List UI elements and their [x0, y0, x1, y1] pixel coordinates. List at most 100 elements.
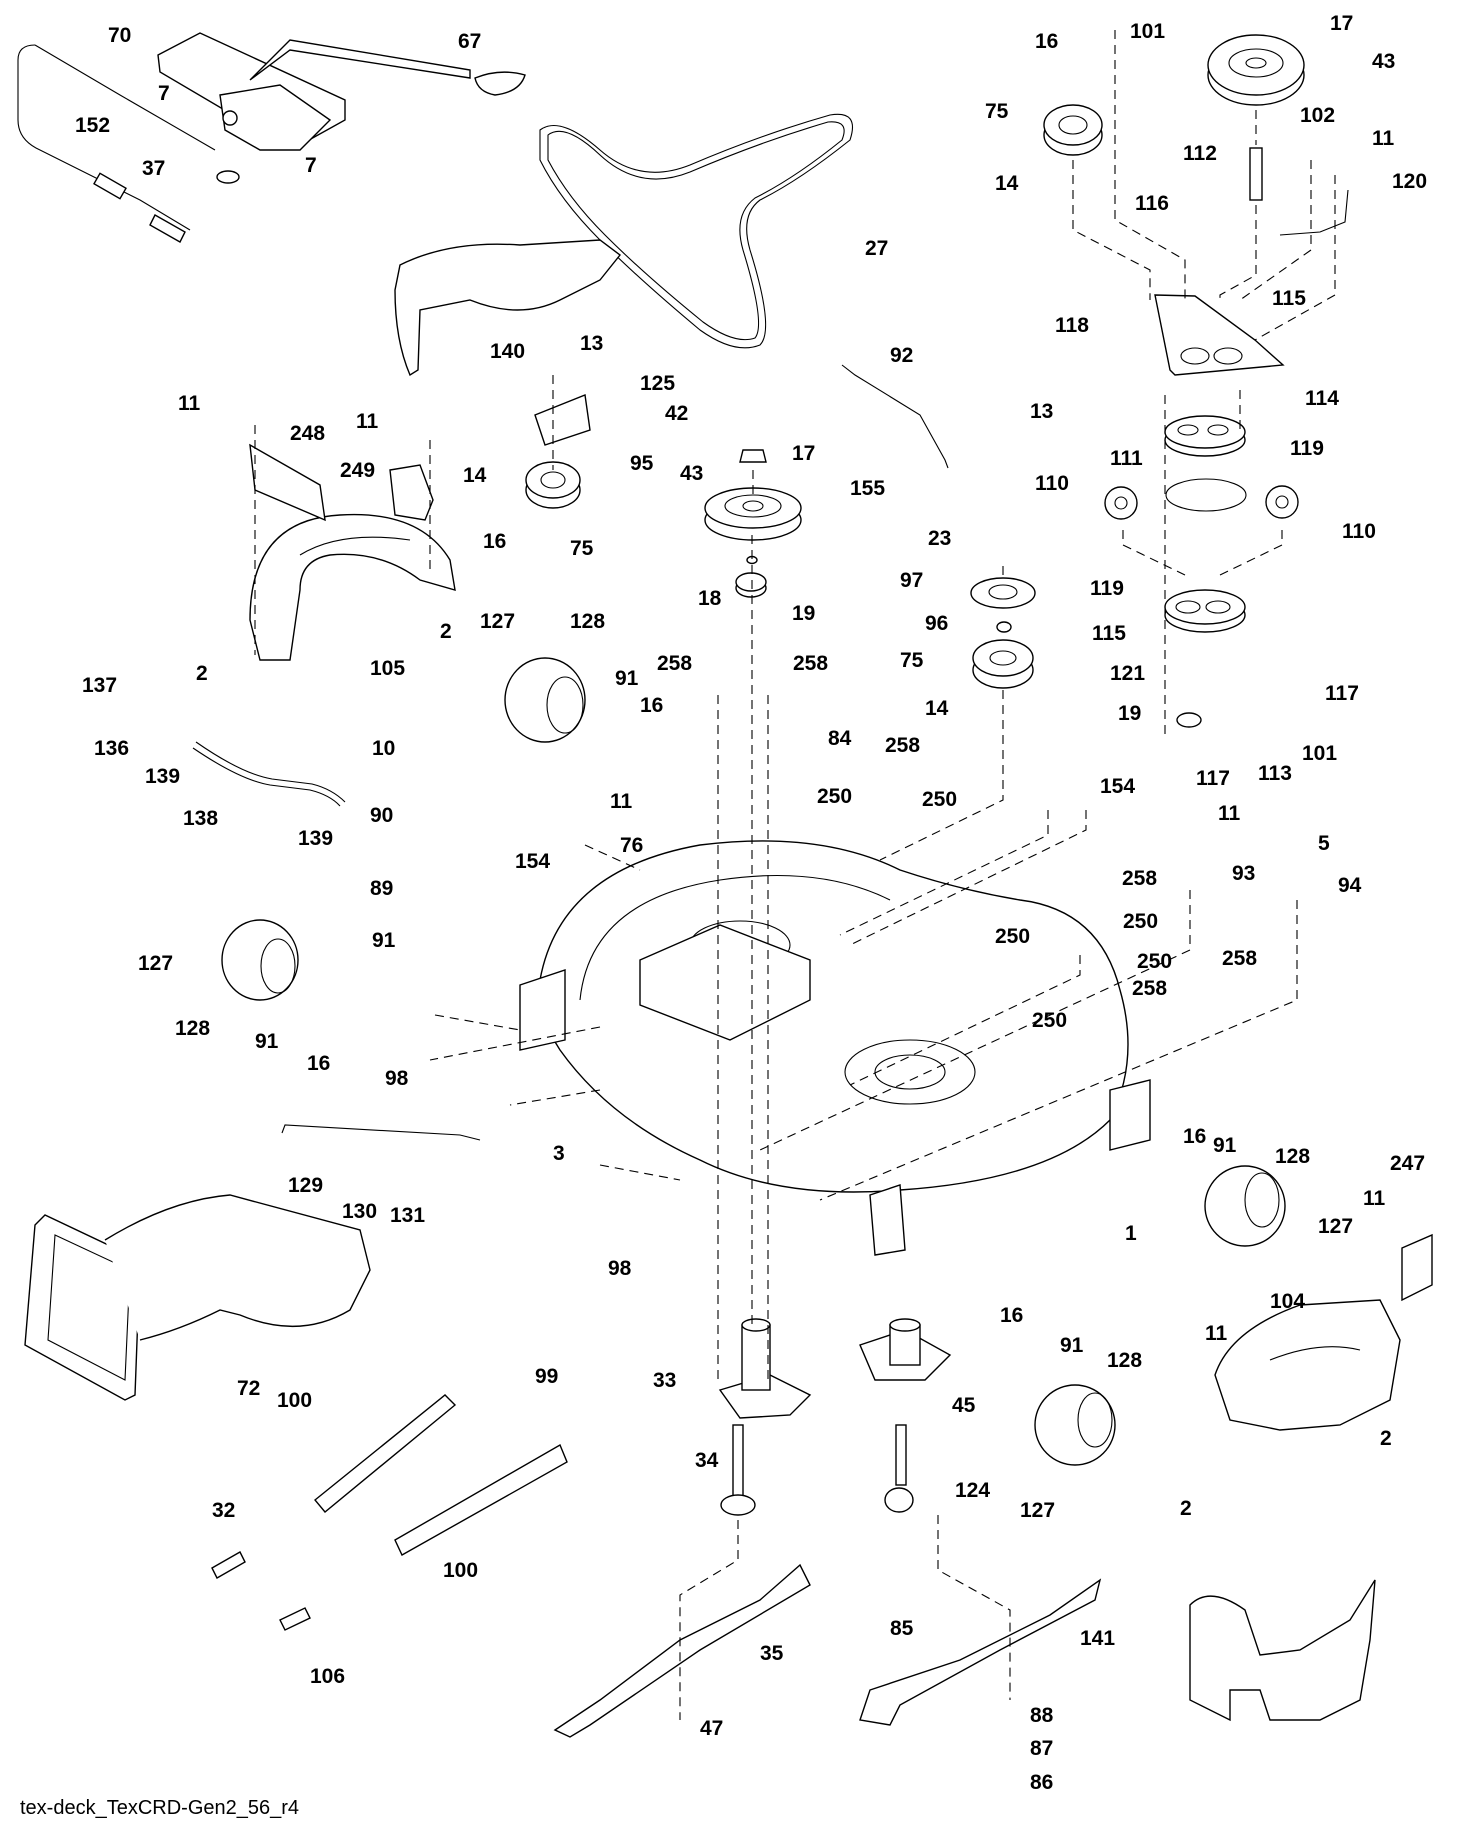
- callout-85: 85: [890, 1617, 914, 1640]
- callout-87: 87: [1030, 1737, 1053, 1760]
- callout-13: 13: [580, 332, 603, 355]
- drive-pulley-43-center: [704, 487, 802, 541]
- gauge-wheel-128-right-upper: [1204, 1165, 1286, 1247]
- callout-67: 67: [458, 30, 481, 53]
- bearing-19-right: [1176, 712, 1202, 728]
- callout-129: 129: [288, 1174, 323, 1197]
- deck-hanger-arm-upper: [314, 1394, 457, 1513]
- callout-139: 139: [145, 765, 180, 788]
- callout-97: 97: [900, 569, 923, 592]
- callout-116: 116: [1135, 192, 1169, 215]
- callout-91: 91: [255, 1030, 279, 1053]
- callout-2: 2: [1180, 1497, 1192, 1520]
- gearbox-plate-118: [1154, 294, 1285, 376]
- callout-5: 5: [1318, 832, 1330, 855]
- callout-127: 127: [1318, 1215, 1353, 1238]
- callout-111: 111: [1110, 447, 1143, 470]
- callout-118: 118: [1055, 314, 1089, 337]
- callout-3: 3: [553, 1142, 565, 1165]
- callout-16: 16: [307, 1052, 330, 1075]
- idler-pulley-75a: [525, 461, 581, 509]
- callout-17: 17: [792, 442, 815, 465]
- callout-124: 124: [955, 1479, 990, 1502]
- gauge-wheel-128-right-lower: [1034, 1384, 1116, 1466]
- callout-117: 117: [1325, 682, 1359, 705]
- callout-72: 72: [237, 1377, 260, 1400]
- callout-14: 14: [925, 697, 949, 720]
- blade-35: [553, 1563, 811, 1738]
- callout-140: 140: [490, 340, 525, 363]
- callout-91: 91: [372, 929, 396, 952]
- spindle-housing-45: [859, 1318, 952, 1381]
- callout-250: 250: [1137, 950, 1172, 973]
- rod-92: [841, 364, 949, 469]
- callout-138: 138: [183, 807, 218, 830]
- callout-128: 128: [1275, 1145, 1310, 1168]
- belt-guard: [394, 239, 621, 377]
- callout-43: 43: [680, 462, 703, 485]
- callout-128: 128: [175, 1017, 210, 1040]
- assembly-lines: [254, 30, 1336, 1720]
- idler-bracket-125: [534, 394, 591, 446]
- callout-115: 115: [1272, 287, 1306, 310]
- callout-125: 125: [640, 372, 675, 395]
- callout-42: 42: [665, 402, 688, 425]
- callout-14: 14: [463, 464, 487, 487]
- callout-119: 119: [1290, 437, 1324, 460]
- bearing-19-center: [735, 572, 767, 598]
- callout-106: 106: [310, 1665, 345, 1688]
- callout-154: 154: [1100, 775, 1135, 798]
- callout-16: 16: [640, 694, 663, 717]
- callout-43: 43: [1372, 50, 1395, 73]
- callout-19: 19: [792, 602, 815, 625]
- callout-2: 2: [196, 662, 208, 685]
- gasket-111: [1165, 478, 1247, 512]
- spindle-shaft-124: [884, 1424, 914, 1513]
- callout-19: 19: [1118, 702, 1141, 725]
- gear-119-top: [1164, 415, 1246, 457]
- callout-86: 86: [1030, 1771, 1053, 1794]
- callout-110: 110: [1342, 520, 1376, 543]
- callout-10: 10: [372, 737, 395, 760]
- lift-bracket-assembly: [157, 32, 471, 151]
- callout-91: 91: [1060, 1334, 1084, 1357]
- callout-16: 16: [483, 530, 506, 553]
- callout-249: 249: [340, 459, 375, 482]
- callout-18: 18: [698, 587, 722, 610]
- callout-258: 258: [657, 652, 692, 675]
- callout-94: 94: [1338, 874, 1362, 897]
- callout-104: 104: [1270, 1290, 1305, 1313]
- callout-27: 27: [865, 237, 888, 260]
- callout-11: 11: [1205, 1322, 1228, 1345]
- callout-258: 258: [1222, 947, 1257, 970]
- callout-100: 100: [277, 1389, 312, 1412]
- callout-258: 258: [885, 734, 920, 757]
- nut-17-center: [739, 449, 767, 463]
- callout-11: 11: [1363, 1187, 1386, 1210]
- callout-2: 2: [1380, 1427, 1392, 1450]
- callout-117: 117: [1196, 767, 1230, 790]
- callout-88: 88: [1030, 1704, 1054, 1727]
- callout-131: 131: [390, 1204, 425, 1227]
- spindle-shaft-112: [1249, 147, 1263, 201]
- right-spindle-cover: [1214, 1299, 1401, 1431]
- callout-110: 110: [1035, 472, 1069, 495]
- blade-85: [859, 1578, 1102, 1726]
- idler-pulley-75-top: [1043, 104, 1103, 156]
- deck-hanger-arm-lower: [394, 1443, 568, 1556]
- callout-17: 17: [1330, 12, 1353, 35]
- callout-128: 128: [570, 610, 605, 633]
- callout-112: 112: [1183, 142, 1217, 165]
- callout-96: 96: [925, 612, 948, 635]
- callout-154: 154: [515, 850, 550, 873]
- callout-32: 32: [212, 1499, 235, 1522]
- callout-101: 101: [1130, 20, 1165, 43]
- left-spindle-cover: [249, 513, 456, 661]
- callout-23: 23: [928, 527, 951, 550]
- callout-35: 35: [760, 1642, 784, 1665]
- callout-93: 93: [1232, 862, 1255, 885]
- spring-32: [211, 1551, 246, 1579]
- callout-70: 70: [108, 24, 131, 47]
- callout-75: 75: [900, 649, 924, 672]
- callout-11: 11: [610, 790, 633, 813]
